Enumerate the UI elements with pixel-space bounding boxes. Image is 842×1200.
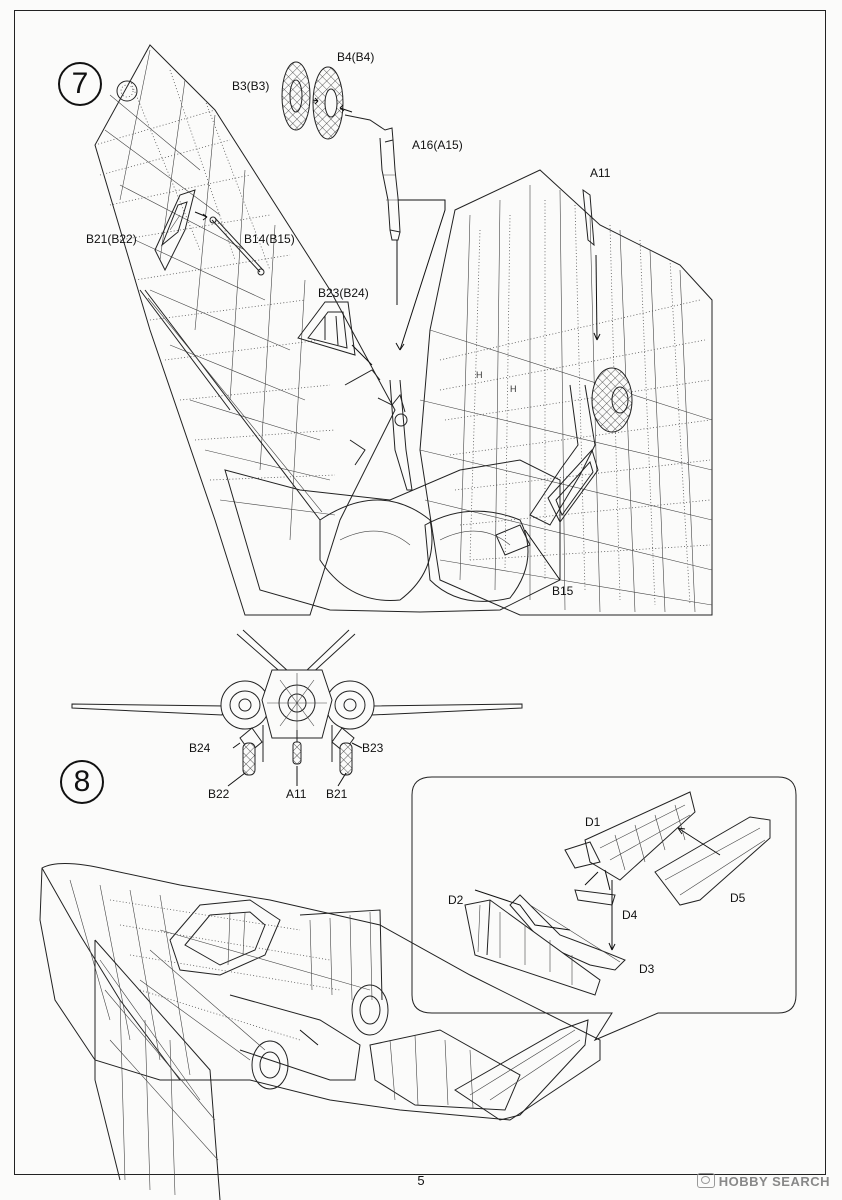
watermark-logo-icon [696,1173,715,1188]
step-8-number: 8 [60,760,104,804]
label-b4: B4(B4) [337,50,375,64]
svg-text:H: H [476,370,483,380]
label-a16: A16(A15) [412,138,463,152]
watermark: HOBBY SEARCH [696,1173,830,1189]
label-d3: D3 [639,962,655,976]
step7-drawing: H H [94,44,713,616]
watermark-text: HOBBY SEARCH [718,1174,830,1189]
label-d1: D1 [585,815,601,829]
svg-text:H: H [510,384,517,394]
label-d4: D4 [622,908,638,922]
label-b15: B15 [552,584,574,598]
page-number: 5 [417,1173,425,1188]
label-b23: B23(B24) [318,286,369,300]
label-front-b24: B24 [189,741,211,755]
label-b3: B3(B3) [232,79,270,93]
label-front-a11: A11 [286,787,307,801]
label-d5: D5 [730,891,746,905]
label-b21: B21(B22) [86,232,137,246]
step8-drawing [39,776,797,1200]
label-a11-step7: A11 [590,166,611,180]
step-7-number: 7 [58,62,102,106]
label-b14: B14(B15) [244,232,295,246]
label-d2: D2 [448,893,464,907]
front-view-drawing [71,629,523,787]
label-front-b21: B21 [326,787,348,801]
label-front-b22: B22 [208,787,230,801]
page-border [14,10,826,1175]
label-front-b23: B23 [362,741,384,755]
